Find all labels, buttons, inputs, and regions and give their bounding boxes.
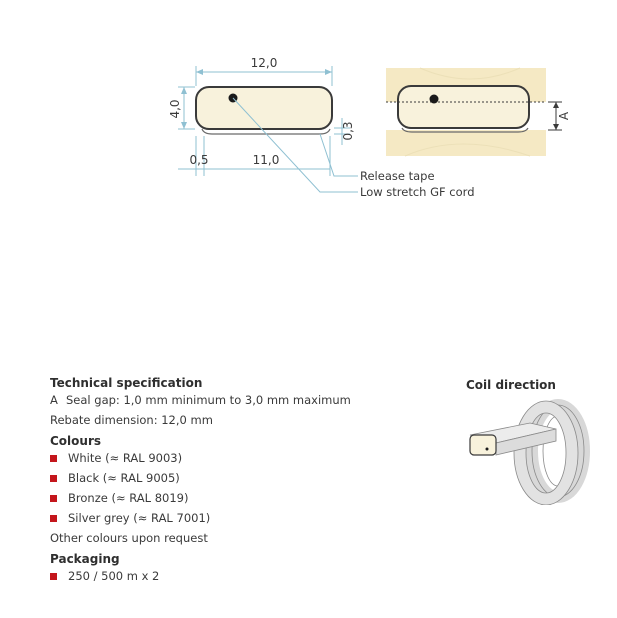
wood-frame-bottom xyxy=(386,130,546,156)
colour-item: Bronze (≈ RAL 8019) xyxy=(50,488,410,508)
gf-cord-installed xyxy=(429,94,439,104)
packaging-title: Packaging xyxy=(50,552,120,566)
colour-silver-grey: Silver grey (≈ RAL 7001) xyxy=(68,511,211,525)
rebate-row: Rebate dimension: 12,0 mm xyxy=(50,410,410,430)
dimension-arrows xyxy=(181,69,332,129)
seal-body-installed xyxy=(397,85,530,129)
colour-white: White (≈ RAL 9003) xyxy=(68,451,183,465)
rebate-text: Rebate dimension: 12,0 mm xyxy=(50,413,213,427)
bullet-square-icon xyxy=(50,474,57,482)
seal-gap-text: Seal gap: 1,0 mm minimum to 3,0 mm maxim… xyxy=(66,393,351,407)
coil-profile-end xyxy=(469,434,497,456)
specification: Technical specification A Seal gap: 1,0 … xyxy=(50,376,410,586)
callout-leader-cord xyxy=(232,97,358,193)
dim-tape: 0,3 xyxy=(341,121,355,140)
coil-direction-title: Coil direction xyxy=(466,378,556,392)
dim-width: 12,0 xyxy=(251,56,278,70)
seal-gap-marker: A xyxy=(50,393,58,407)
callout-leader-tape xyxy=(319,133,358,177)
colour-black: Black (≈ RAL 9005) xyxy=(68,471,180,485)
colours-title: Colours xyxy=(50,434,102,448)
seal-gap-row: A Seal gap: 1,0 mm minimum to 3,0 mm max… xyxy=(50,390,410,410)
dim-gap-a: A xyxy=(557,111,571,120)
colour-bronze: Bronze (≈ RAL 8019) xyxy=(68,491,189,505)
bullet-square-icon xyxy=(50,572,57,580)
technical-spec-title: Technical specification xyxy=(50,376,203,390)
seal-body xyxy=(195,86,333,130)
coil-illustration xyxy=(469,399,590,505)
seal-profile-left xyxy=(195,86,333,135)
bullet-square-icon xyxy=(50,494,57,502)
colour-item: White (≈ RAL 9003) xyxy=(50,448,410,468)
packaging-item: 250 / 500 m x 2 xyxy=(50,566,410,586)
callout-release-tape: Release tape xyxy=(360,169,435,183)
colours-note: Other colours upon request xyxy=(50,528,410,548)
bullet-square-icon xyxy=(50,454,57,462)
dim-base: 11,0 xyxy=(253,153,280,167)
colour-item: Silver grey (≈ RAL 7001) xyxy=(50,508,410,528)
packaging-text: 250 / 500 m x 2 xyxy=(68,569,160,583)
profile-diagram: 12,0 4,0 0,5 11,0 0,3 Release tape Low s… xyxy=(168,56,571,199)
callout-gf-cord: Low stretch GF cord xyxy=(360,185,475,199)
colour-item: Black (≈ RAL 9005) xyxy=(50,468,410,488)
installed-view: A xyxy=(386,67,571,157)
dim-offset: 0,5 xyxy=(189,153,208,167)
dim-height: 4,0 xyxy=(168,99,182,118)
bullet-square-icon xyxy=(50,514,57,522)
colours-note-text: Other colours upon request xyxy=(50,531,208,545)
dimension-lines xyxy=(178,66,358,193)
